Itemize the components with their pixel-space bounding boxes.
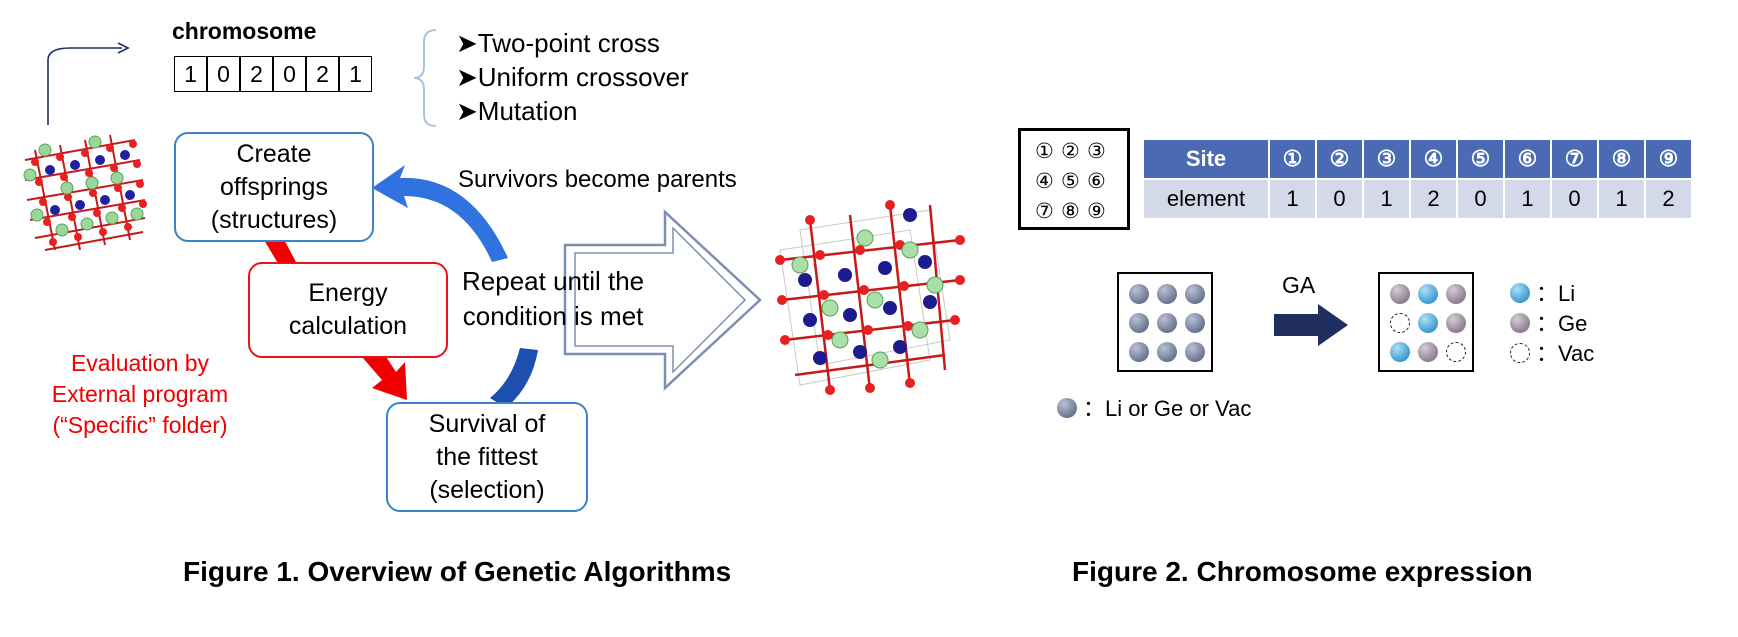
grid-number: ① xyxy=(1035,140,1054,163)
figure-1: chromosome 1 0 2 0 2 1 ➤Two-point cross … xyxy=(23,18,965,587)
grid-number: ⑤ xyxy=(1061,170,1080,193)
site-dot xyxy=(1185,313,1205,333)
table-header-cell: ⑧ xyxy=(1599,140,1644,178)
operator-uniform: ➤Uniform crossover xyxy=(456,62,689,92)
li-dot xyxy=(1390,342,1410,362)
table-header-cell: ⑦ xyxy=(1552,140,1597,178)
survival-box: Survival of the fittest (selection) xyxy=(386,402,588,512)
table-element-cell: 2 xyxy=(1646,180,1691,218)
site-dot xyxy=(1129,313,1149,333)
figure-1-caption: Figure 1. Overview of Genetic Algorithms xyxy=(183,556,732,587)
site-dot xyxy=(1157,342,1177,362)
table-element-cell: 1 xyxy=(1505,180,1550,218)
li-dot xyxy=(1418,284,1438,304)
site-element-table: Site ① ② ③ ④ ⑤ ⑥ ⑦ ⑧ ⑨ element 1 0 1 2 0… xyxy=(1144,140,1704,220)
brace-icon xyxy=(413,29,437,127)
grid-number: ④ xyxy=(1035,170,1054,193)
evaluation-text: Evaluation by External program (“Specifi… xyxy=(51,350,229,438)
table-element-cell: 0 xyxy=(1317,180,1362,218)
chromosome-cell: 0 xyxy=(273,56,306,92)
input-site-grid xyxy=(1117,272,1213,372)
table-element-cell: 0 xyxy=(1458,180,1503,218)
grid-number: ⑦ xyxy=(1035,200,1054,223)
table-header-site: Site xyxy=(1144,140,1268,178)
table-element-cell: 1 xyxy=(1270,180,1315,218)
site-dot xyxy=(1129,284,1149,304)
legend-ge-label: ：Ge xyxy=(1536,311,1588,336)
table-header-cell: ⑤ xyxy=(1458,140,1503,178)
chromosome-cell: 0 xyxy=(207,56,240,92)
site-dot xyxy=(1185,284,1205,304)
cycle-arrows xyxy=(264,165,762,408)
ga-label: GA xyxy=(1282,272,1316,298)
vacancy-dot xyxy=(1446,342,1466,362)
crystal-structure-large-icon xyxy=(775,200,965,395)
legend-li-label: ：Li xyxy=(1536,281,1576,306)
crystal-structure-small-icon xyxy=(23,134,147,251)
legend-ge-dot xyxy=(1510,313,1530,333)
table-element-cell: 2 xyxy=(1411,180,1456,218)
create-offsprings-box: Create offsprings (structures) xyxy=(174,132,374,242)
ga-arrow-icon xyxy=(1274,304,1348,346)
legend-site-label: ：Li or Ge or Vac xyxy=(1083,396,1252,421)
ge-dot xyxy=(1418,342,1438,362)
chromosome-cell: 2 xyxy=(240,56,273,92)
site-dot xyxy=(1157,284,1177,304)
operator-mutation: ➤Mutation xyxy=(456,96,578,126)
grid-number: ② xyxy=(1061,140,1080,163)
table-header-cell: ⑨ xyxy=(1646,140,1691,178)
table-element-cell: 0 xyxy=(1552,180,1597,218)
encode-arrow-icon xyxy=(47,42,130,125)
grid-number: ⑧ xyxy=(1061,200,1080,223)
table-element-cell: 1 xyxy=(1599,180,1644,218)
table-header-cell: ⑥ xyxy=(1505,140,1550,178)
table-header-cell: ④ xyxy=(1411,140,1456,178)
table-row-label: element xyxy=(1144,180,1268,218)
ge-dot xyxy=(1390,284,1410,304)
table-header-cell: ③ xyxy=(1364,140,1409,178)
figure-2-caption: Figure 2. Chromosome expression xyxy=(1072,556,1533,587)
survivors-text: Survivors become parents xyxy=(458,166,737,193)
ge-dot xyxy=(1446,284,1466,304)
grid-number: ⑥ xyxy=(1087,170,1106,193)
operator-two-point: ➤Two-point cross xyxy=(456,28,660,58)
legend-li-dot xyxy=(1510,283,1530,303)
result-site-grid xyxy=(1378,272,1474,372)
ge-dot xyxy=(1446,313,1466,333)
energy-calculation-box: Energy calculation xyxy=(248,262,448,358)
legend-site-dot xyxy=(1057,398,1077,418)
site-dot xyxy=(1157,313,1177,333)
table-header-cell: ① xyxy=(1270,140,1315,178)
legend-vac-dot xyxy=(1510,343,1530,363)
site-number-grid: ① ② ③ ④ ⑤ ⑥ ⑦ ⑧ ⑨ xyxy=(1018,128,1130,230)
chromosome-cell: 2 xyxy=(306,56,339,92)
repeat-text: Repeat until the condition is met xyxy=(462,266,645,331)
grid-number: ⑨ xyxy=(1087,200,1106,223)
site-dot xyxy=(1185,342,1205,362)
site-dot xyxy=(1129,342,1149,362)
table-header-cell: ② xyxy=(1317,140,1362,178)
table-element-cell: 1 xyxy=(1364,180,1409,218)
legend-vac-label: ：Vac xyxy=(1536,341,1595,366)
chromosome-label: chromosome xyxy=(172,18,317,44)
grid-number: ③ xyxy=(1087,140,1106,163)
vacancy-dot xyxy=(1390,313,1410,333)
li-dot xyxy=(1418,313,1438,333)
chromosome-cell: 1 xyxy=(174,56,207,92)
chromosome-cell: 1 xyxy=(339,56,372,92)
figure-2: ① ② ③ ④ ⑤ ⑥ ⑦ ⑧ ⑨ Site ① ② ③ ④ ⑤ ⑥ ⑦ ⑧ ⑨… xyxy=(990,0,1738,637)
